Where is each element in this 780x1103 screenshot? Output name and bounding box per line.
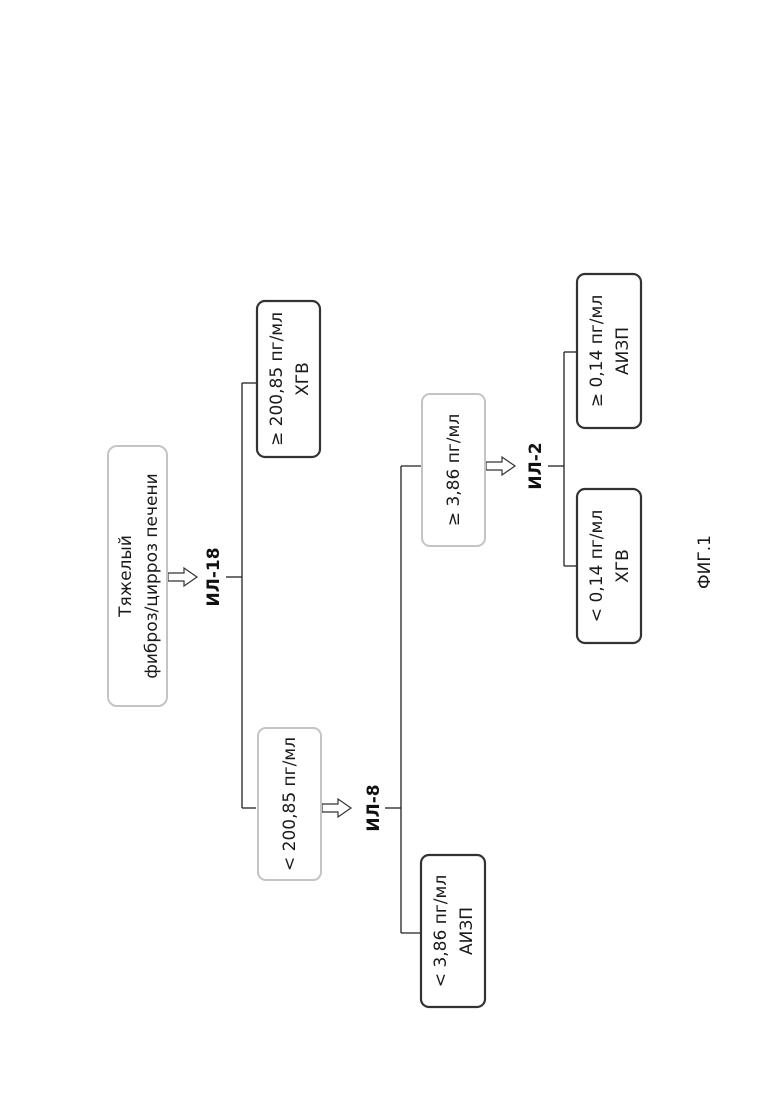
- il2-low-threshold: < 0,14 пг/мл: [587, 510, 607, 622]
- arrow-il8-to-il2: [486, 457, 515, 475]
- il8-high-box: ≥ 3,86 пг/мл: [422, 394, 485, 546]
- il2-low-box: < 0,14 пг/мл ХГВ: [577, 489, 641, 643]
- il18-high-result: ХГВ: [293, 362, 313, 396]
- root-box-line2: фиброз/цирроз печени: [142, 473, 162, 678]
- arrow-root-to-il18: [168, 568, 197, 586]
- il18-node-label: ИЛ-18: [204, 547, 224, 606]
- il18-high-box: ≥ 200,85 пг/мл ХГВ: [257, 301, 320, 457]
- il18-high-threshold: ≥ 200,85 пг/мл: [267, 312, 287, 446]
- il8-high-threshold: ≥ 3,86 пг/мл: [444, 414, 464, 526]
- il8-low-box: < 3,86 пг/мл АИЗП: [421, 855, 485, 1007]
- root-box: Тяжелый фиброз/цирроз печени: [108, 446, 167, 706]
- il2-low-result: ХГВ: [613, 549, 633, 583]
- figure-label: ФИГ.1: [695, 535, 715, 589]
- il8-node-label: ИЛ-8: [364, 784, 384, 831]
- il2-node-label: ИЛ-2: [526, 442, 546, 489]
- root-box-line1: Тяжелый: [116, 535, 136, 618]
- il2-high-result: АИЗП: [613, 327, 633, 375]
- il8-low-result: АИЗП: [457, 907, 477, 955]
- il2-high-threshold: ≥ 0,14 пг/мл: [587, 295, 607, 407]
- il18-low-threshold: < 200,85 пг/мл: [280, 737, 300, 871]
- il8-low-threshold: < 3,86 пг/мл: [431, 875, 451, 987]
- il18-low-box: < 200,85 пг/мл: [258, 728, 321, 880]
- arrow-il18-to-il8: [322, 799, 351, 817]
- il2-high-box: ≥ 0,14 пг/мл АИЗП: [577, 274, 641, 428]
